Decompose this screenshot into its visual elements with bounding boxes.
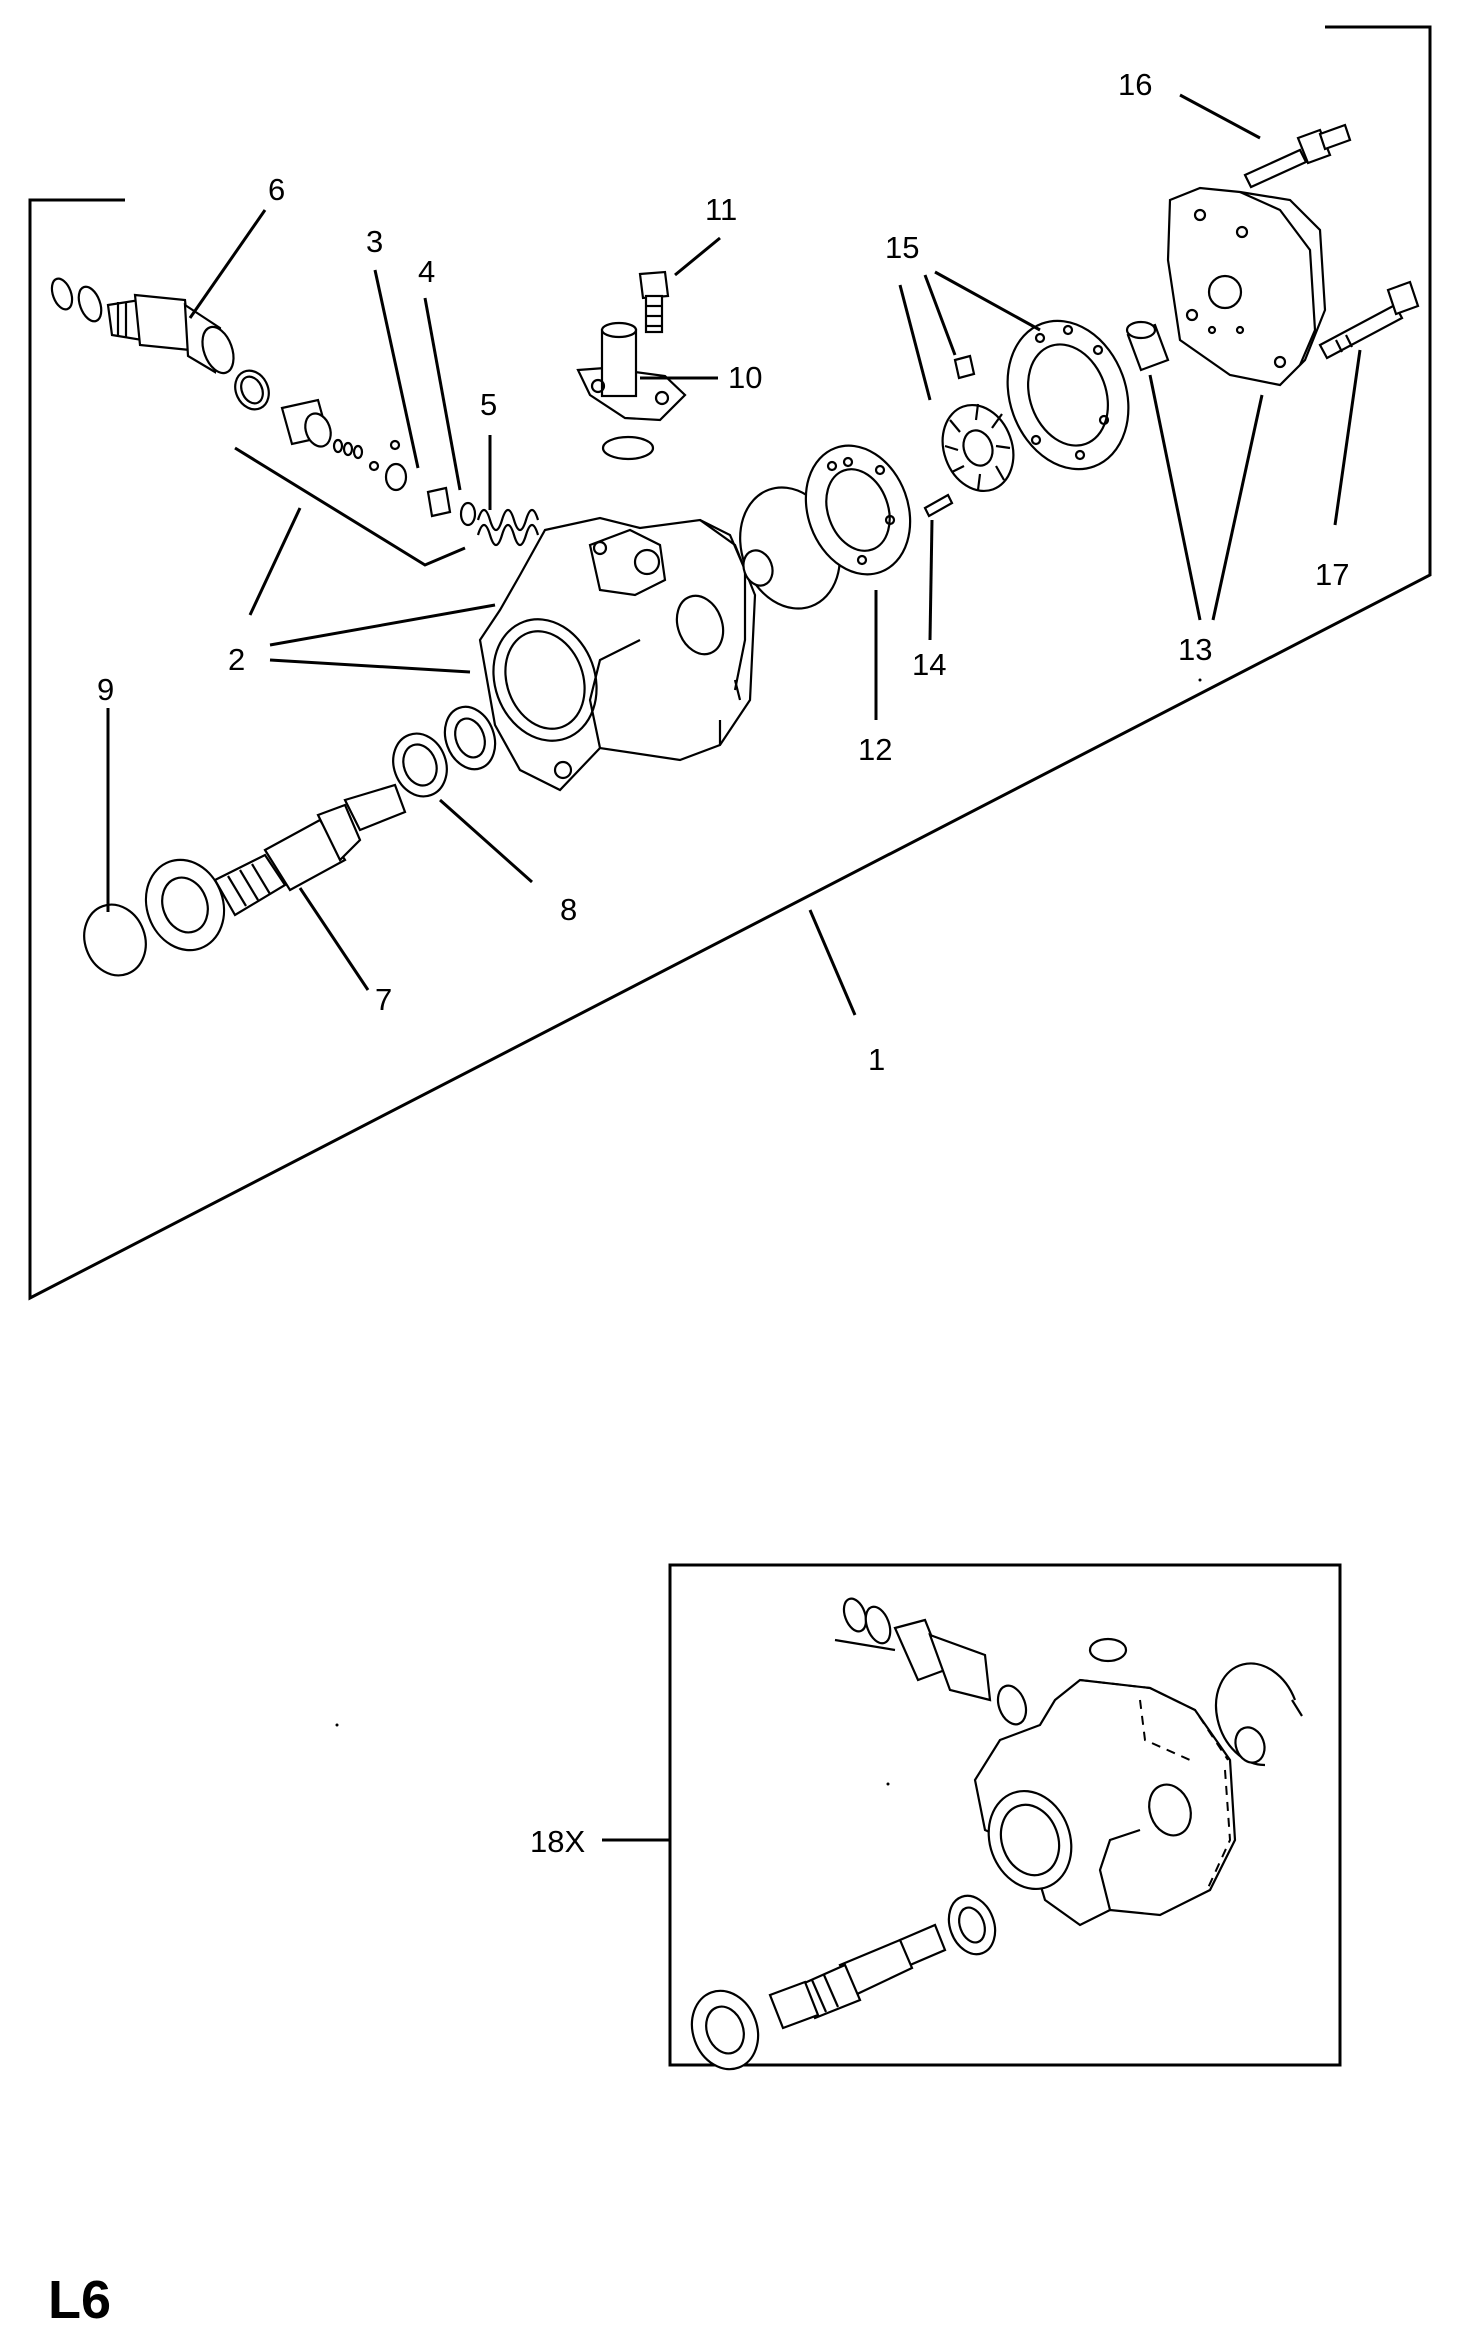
- callout-13: 13: [1178, 632, 1212, 667]
- part-13-bushing: [1125, 320, 1170, 372]
- callout-10: 10: [728, 360, 762, 395]
- callout-6: 6: [268, 172, 285, 207]
- callout-17: 17: [1315, 557, 1349, 592]
- part-7-shaft: [144, 783, 407, 952]
- inset-18x: 18X: [530, 1563, 1342, 2071]
- scan-speck: [335, 1723, 339, 1727]
- scan-speck: [886, 1782, 890, 1786]
- page-id: L6: [48, 2270, 111, 2330]
- scan-speck: [1198, 678, 1202, 682]
- inset-frame: [668, 1563, 1342, 2067]
- part-15-vane: [953, 354, 976, 380]
- callout-15: 15: [885, 230, 919, 265]
- part-6-fitting: [50, 277, 235, 375]
- callout-14: 14: [912, 647, 946, 682]
- callout-3: 3: [366, 224, 383, 259]
- part-o-ring-large: [739, 486, 841, 610]
- assembly-bracket: [28, 25, 1432, 1301]
- part-17-bolt: [1318, 280, 1420, 360]
- part-8-washer: [392, 732, 448, 798]
- part-12-cam-ring: [804, 444, 912, 576]
- callout-12: 12: [858, 732, 892, 767]
- callout-labels: 1 2 3 4 5 6 7 8 9 10 11 12 13 14 15 16 1…: [97, 67, 1349, 1077]
- pump-housing: [478, 516, 757, 792]
- part-10-adapter: [576, 321, 687, 461]
- part-9-circlip: [83, 903, 147, 977]
- callout-1: 1: [868, 1042, 885, 1077]
- part-14-pin: [923, 493, 954, 518]
- callout-4: 4: [418, 254, 435, 289]
- callout-5: 5: [480, 387, 497, 422]
- part-15-rotor: [941, 403, 1015, 493]
- leader-lines: [106, 93, 1362, 1016]
- callout-16: 16: [1118, 67, 1152, 102]
- part-5-spring: [476, 508, 540, 547]
- callout-9: 9: [97, 672, 114, 707]
- part-13-end-cover: [1166, 186, 1327, 387]
- part-o-ring-inner: [240, 375, 264, 405]
- part-4-seat: [426, 486, 477, 527]
- part-2-grouping-bracket: [234, 446, 466, 567]
- callout-2: 2: [228, 642, 245, 677]
- callout-7: 7: [375, 982, 392, 1017]
- part-3-plug: [384, 462, 408, 492]
- callout-8: 8: [560, 892, 577, 927]
- part-11-bolt: [638, 270, 670, 334]
- callout-11: 11: [705, 192, 737, 227]
- part-15-plate: [1006, 319, 1130, 471]
- part-bearing-small: [443, 705, 497, 771]
- part-2-valve-spool: [280, 398, 401, 472]
- part-16-bolt: [1243, 123, 1352, 189]
- callout-18x: 18X: [530, 1824, 585, 1859]
